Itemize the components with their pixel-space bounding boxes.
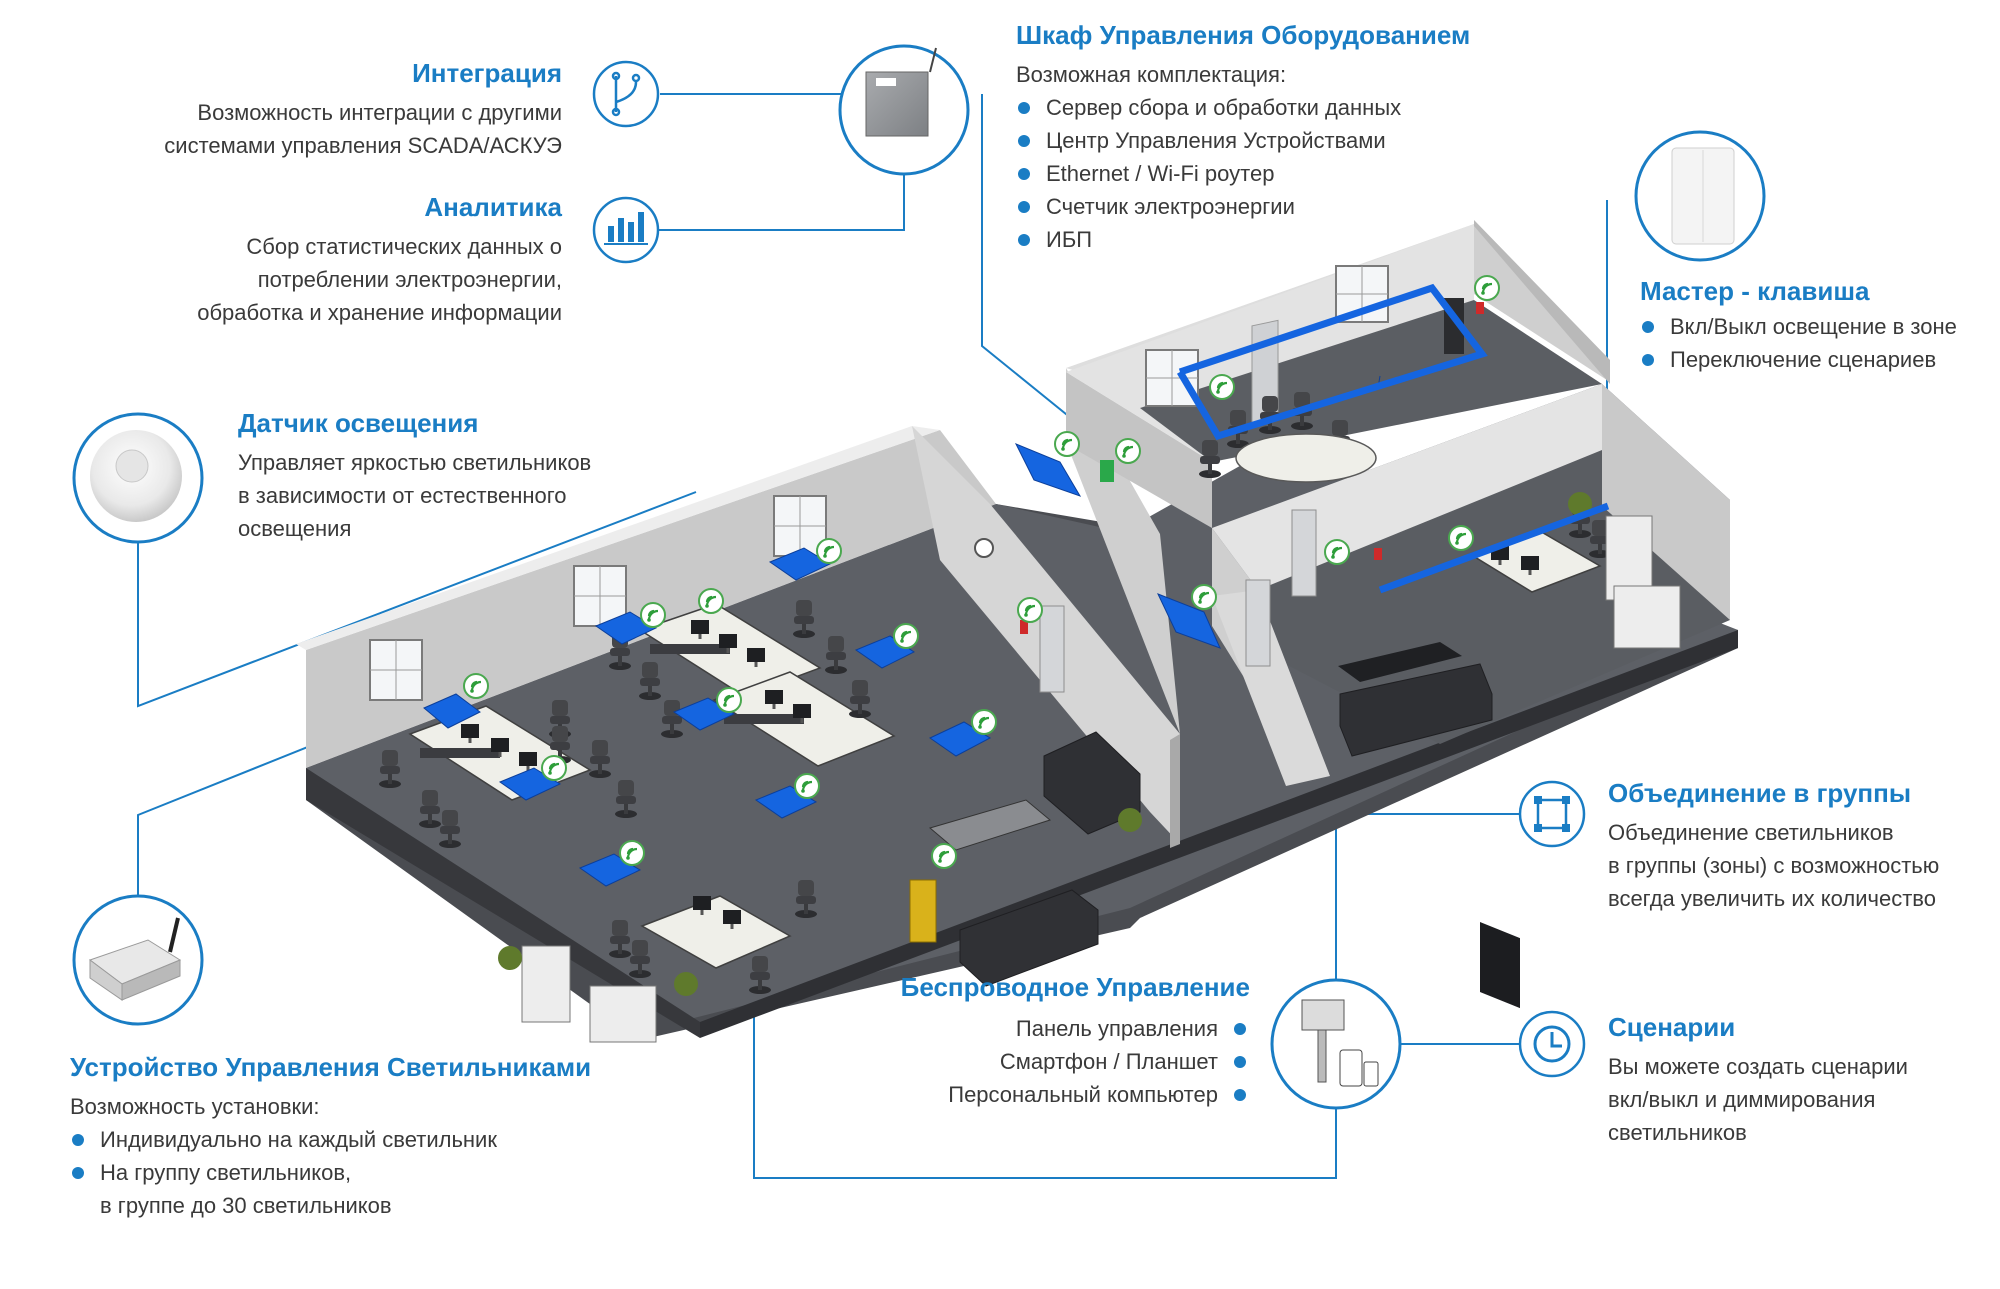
wireless-title: Беспроводное Управление — [900, 972, 1250, 1002]
cabinet-item: Сервер сбора и обработки данных — [1016, 91, 1401, 124]
controller-subtitle: Возможность установки: — [70, 1094, 320, 1119]
groups-text: Объединение светильников в группы (зоны)… — [1608, 816, 1939, 915]
group-icon — [1518, 780, 1586, 848]
analytics-line-3: обработка и хранение информации — [197, 300, 562, 325]
controller-item: На группу светильников, — [70, 1156, 497, 1189]
master-key-title: Мастер - клавиша — [1640, 276, 1870, 306]
scenarios-line-1: Вы можете создать сценарии — [1608, 1054, 1908, 1079]
light-sensor-line-2: в зависимости от естественного — [238, 483, 567, 508]
integration-title: Интеграция — [412, 58, 562, 88]
cabinet-item: Ethernet / Wi-Fi роутер — [1016, 157, 1401, 190]
groups-line-3: всегда увеличить их количество — [1608, 886, 1936, 911]
analytics-text: Сбор статистических данных о потреблении… — [197, 230, 562, 329]
light-sensor-title: Датчик освещения — [238, 408, 479, 438]
linear-lamps — [1176, 283, 1610, 594]
light-sensor-photo — [72, 412, 204, 544]
integration-text: Возможность интеграции с другими система… — [164, 96, 562, 162]
wireless-item: Смартфон / Планшет — [948, 1045, 1250, 1078]
analytics-line-2: потреблении электроэнергии, — [257, 267, 562, 292]
master-key-item: Переключение сценариев — [1640, 343, 1957, 376]
controller-continuation: в группе до 30 светильников — [100, 1193, 392, 1218]
master-key-list: Вкл/Выкл освещение в зоне Переключение с… — [1640, 310, 1957, 376]
controller-item: Индивидуально на каждый светильник — [70, 1123, 497, 1156]
cabinet-subtitle: Возможная комплектация: — [1016, 62, 1287, 87]
scenarios-line-2: вкл/выкл и диммирования — [1608, 1087, 1876, 1112]
analytics-title: Аналитика — [424, 192, 562, 222]
scenarios-title: Сценарии — [1608, 1012, 1736, 1042]
integration-line-1: Возможность интеграции с другими — [197, 100, 562, 125]
wireless-list: Панель управления Смартфон / Планшет Пер… — [948, 1012, 1250, 1111]
groups-line-2: в группы (зоны) с возможностью — [1608, 853, 1940, 878]
light-sensor-line-3: освещения — [238, 516, 352, 541]
cabinet-item: ИБП — [1016, 223, 1401, 256]
groups-title: Объединение в группы — [1608, 778, 1912, 808]
bar-chart-icon — [592, 196, 660, 264]
wireless-item: Персональный компьютер — [948, 1078, 1250, 1111]
branch-icon — [592, 60, 660, 128]
controller-photo — [72, 894, 204, 1026]
master-key-photo — [1634, 130, 1766, 262]
integration-line-2: системами управления SCADA/АСКУЭ — [164, 133, 562, 158]
master-key-item: Вкл/Выкл освещение в зоне — [1640, 310, 1957, 343]
analytics-line-1: Сбор статистических данных о — [246, 234, 562, 259]
cabinet-item: Счетчик электроэнергии — [1016, 190, 1401, 223]
light-sensor-text: Управляет яркостью светильников в зависи… — [238, 446, 591, 545]
scenarios-text: Вы можете создать сценарии вкл/выкл и ди… — [1608, 1050, 1908, 1149]
groups-line-1: Объединение светильников — [1608, 820, 1894, 845]
controller-list: Индивидуально на каждый светильник На гр… — [70, 1123, 497, 1189]
cabinet-title: Шкаф Управления Оборудованием — [1016, 20, 1471, 50]
cabinet-list: Сервер сбора и обработки данных Центр Уп… — [1016, 91, 1401, 256]
scenarios-line-3: светильников — [1608, 1120, 1747, 1145]
controller-title: Устройство Управления Светильниками — [70, 1052, 592, 1082]
floor-plan — [296, 220, 1738, 1043]
clock-icon — [1518, 1010, 1586, 1078]
light-sensor-line-1: Управляет яркостью светильников — [238, 450, 592, 475]
wireless-photo — [1270, 978, 1402, 1110]
wireless-item: Панель управления — [948, 1012, 1250, 1045]
cabinet-photo — [838, 44, 970, 176]
cabinet-item: Центр Управления Устройствами — [1016, 124, 1401, 157]
